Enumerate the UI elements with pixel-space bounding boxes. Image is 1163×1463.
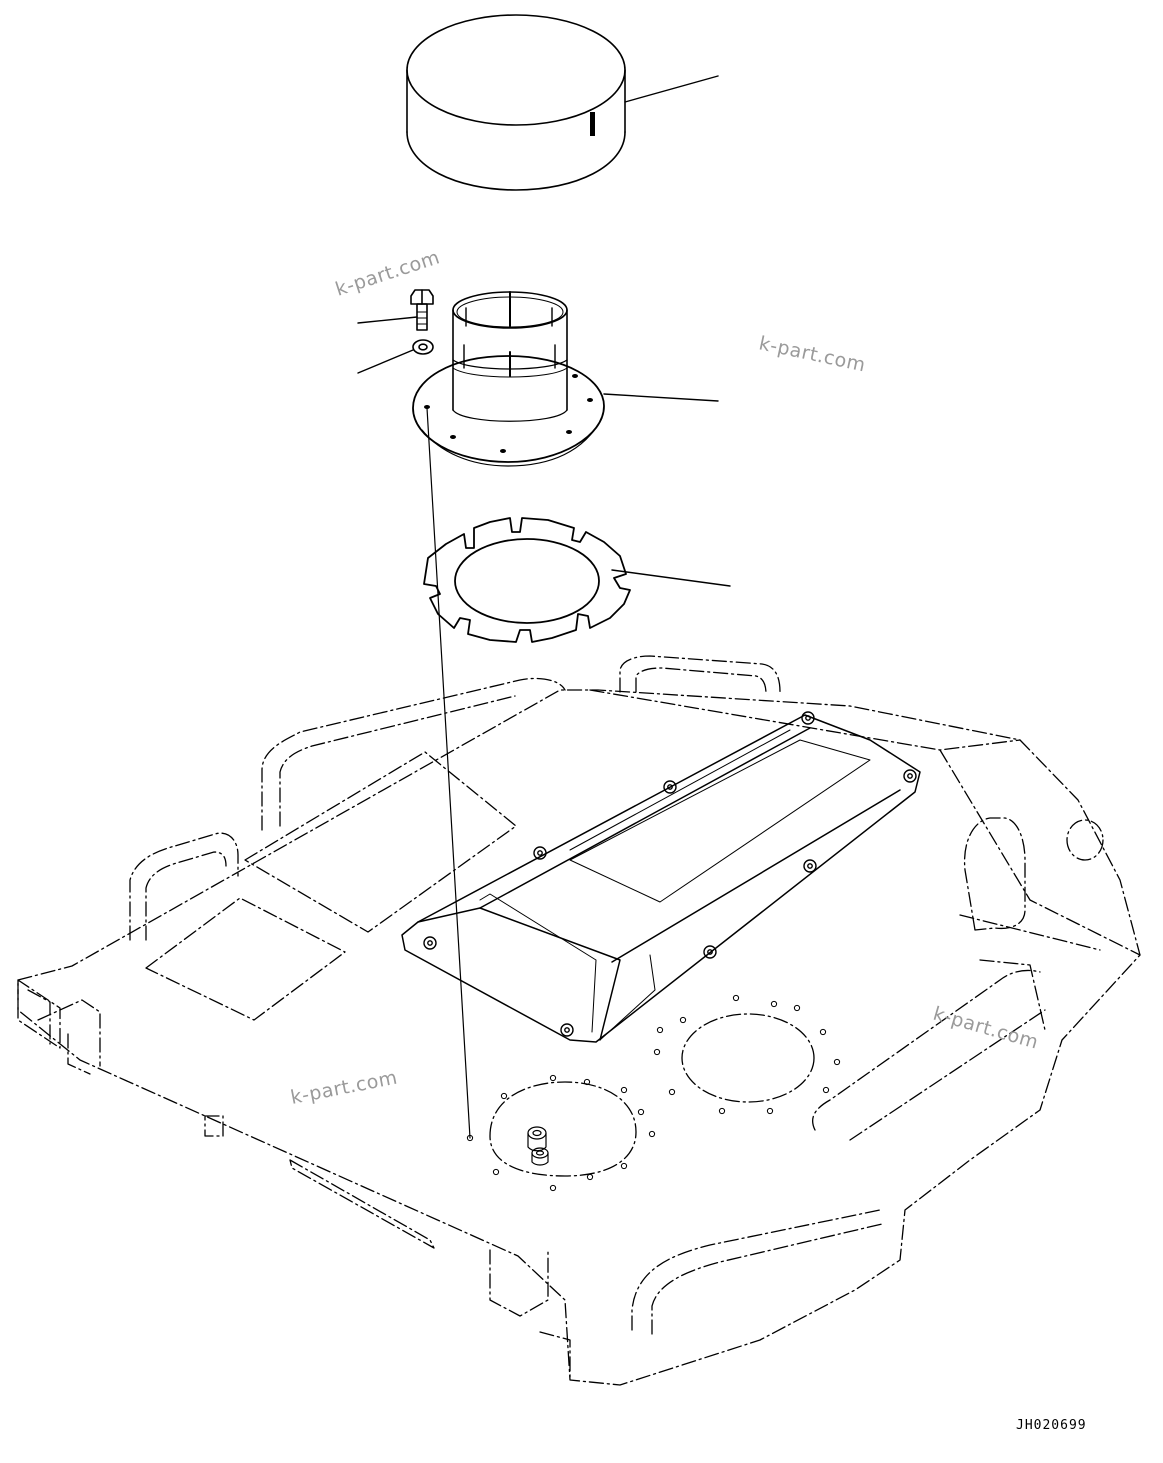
air-cleaner-box [401,711,921,1043]
watermark-group: k-part.com k-part.com k-part.com k-part.… [289,246,1041,1109]
watermark: k-part.com [757,332,868,376]
engine-hood [17,655,1141,1386]
watermark: k-part.com [333,246,443,300]
intake-opening [653,994,841,1115]
exhaust-opening [466,1074,656,1192]
exhaust-pipe-flange[interactable] [412,291,605,467]
watermark: k-part.com [931,1003,1041,1054]
gasket-plate[interactable] [423,517,631,643]
bolt[interactable] [410,289,434,331]
leader-line-washer [357,349,414,374]
leader-line-gasket [611,569,731,587]
washer[interactable] [412,339,434,355]
alignment-line [426,407,471,1139]
leader-line-cap [624,75,719,103]
exhaust-cap[interactable] [406,14,626,191]
leader-line-bolt [357,316,418,324]
watermark: k-part.com [289,1067,400,1109]
leader-line-flange [603,393,719,402]
drawing-code: JH020699 [1016,1418,1087,1433]
